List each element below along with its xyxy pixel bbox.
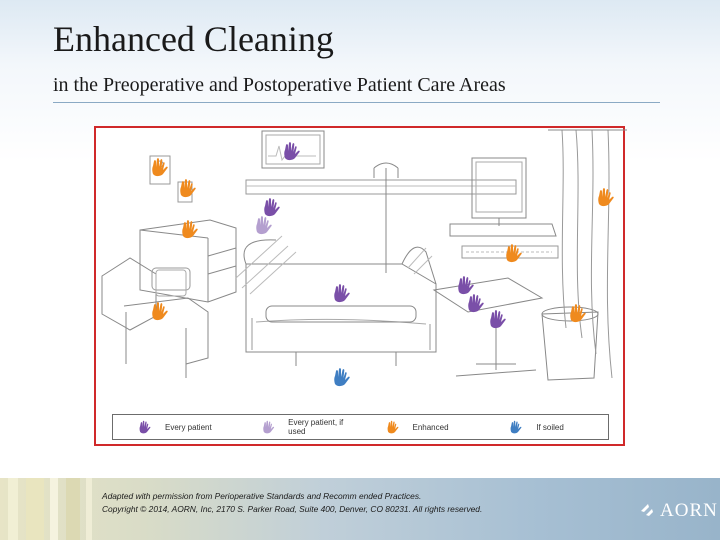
hand-icon bbox=[458, 276, 474, 295]
hand-icon bbox=[263, 420, 274, 434]
decorative-stripe bbox=[66, 478, 80, 540]
hand-icon bbox=[598, 188, 614, 207]
decorative-stripe bbox=[8, 478, 18, 540]
legend-item-if-soiled: If soiled bbox=[484, 420, 608, 434]
decorative-stripe bbox=[86, 478, 92, 540]
decorative-stripe bbox=[50, 478, 58, 540]
room-drawing bbox=[101, 129, 627, 387]
hand-icon bbox=[334, 368, 350, 387]
hand-icon bbox=[256, 216, 272, 235]
legend-item-enhanced: Enhanced bbox=[361, 420, 485, 434]
legend-item-every-patient: Every patient bbox=[113, 420, 237, 434]
room-illustration: Every patient Every patient, if used Enh… bbox=[94, 126, 627, 446]
hand-icon bbox=[264, 198, 280, 217]
hand-icon bbox=[387, 420, 398, 434]
legend-label: If soiled bbox=[536, 422, 564, 432]
slide-subtitle: in the Preoperative and Postoperative Pa… bbox=[53, 74, 506, 96]
hand-icon bbox=[490, 310, 506, 329]
hand-icon bbox=[506, 244, 522, 263]
copyright-line-1: Adapted with permission from Perioperati… bbox=[102, 491, 422, 501]
hand-icon bbox=[152, 302, 168, 321]
decorative-stripe bbox=[26, 478, 44, 540]
logo-text: AORN bbox=[660, 500, 718, 521]
legend-label: Every patient, if used bbox=[288, 418, 344, 436]
hand-icon bbox=[139, 420, 151, 434]
copyright-note: Adapted with permission from Perioperati… bbox=[102, 490, 482, 516]
copyright-line-2: Copyright © 2014, AORN, Inc, 2170 S. Par… bbox=[102, 504, 483, 514]
hand-icon bbox=[510, 420, 522, 434]
aorn-logo-icon bbox=[641, 504, 653, 516]
legend: Every patient Every patient, if used Enh… bbox=[112, 414, 609, 440]
aorn-logo: AORN bbox=[640, 500, 718, 522]
legend-label: Enhanced bbox=[412, 422, 449, 432]
legend-label: Every patient bbox=[165, 422, 212, 432]
footer-band bbox=[0, 478, 720, 540]
slide-title: Enhanced Cleaning bbox=[53, 19, 334, 59]
hand-icon bbox=[284, 142, 300, 161]
legend-item-every-patient-if-used: Every patient, if used bbox=[237, 418, 361, 436]
hand-icon bbox=[334, 284, 350, 303]
title-divider bbox=[53, 102, 660, 103]
